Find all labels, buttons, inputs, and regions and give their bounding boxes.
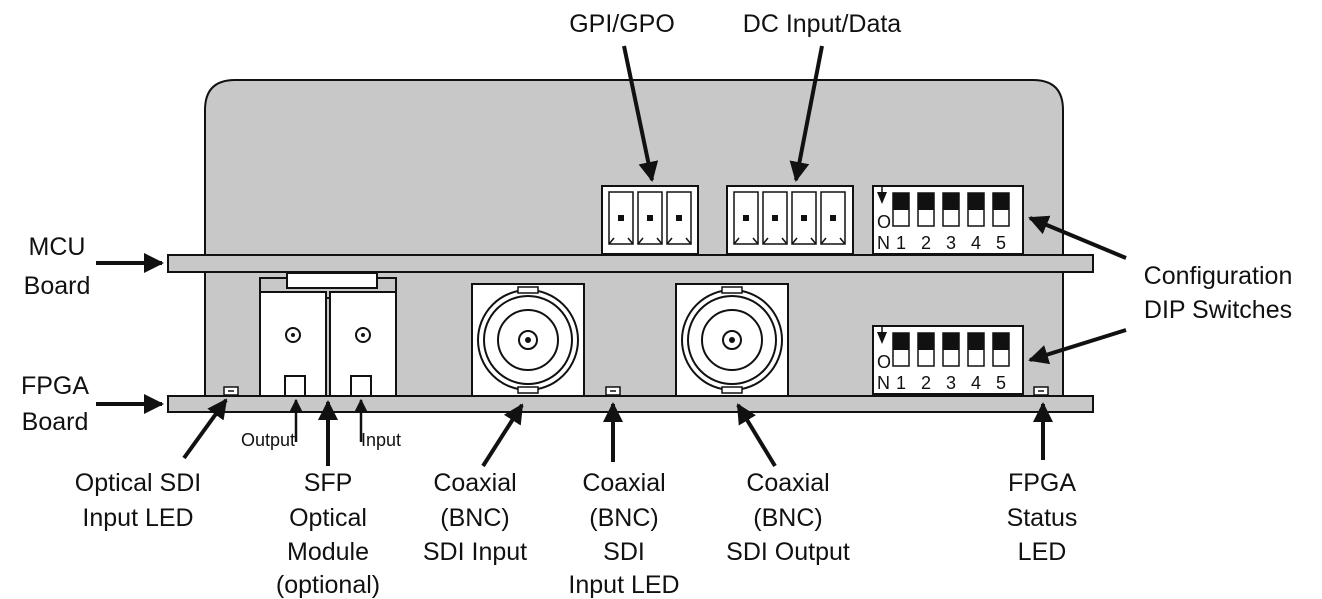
dip-switch <box>967 332 985 367</box>
arrow-bnc-input <box>481 403 524 468</box>
gpi-gpo-connector <box>601 185 699 255</box>
fpga-board <box>167 395 1094 413</box>
label-sfp-line3: Module <box>287 538 369 566</box>
label-fpga-led-line1: FPGA <box>1008 469 1076 497</box>
dip-switch <box>942 192 960 227</box>
fpga-dip-switch-block: O N 1 2 3 4 5 <box>872 325 1024 395</box>
mcu-board <box>167 254 1094 273</box>
fpga-status-led <box>1033 386 1049 396</box>
dip-number: 5 <box>996 233 1006 253</box>
bnc-sdi-output-connector <box>675 283 789 397</box>
dip-on-n: N <box>877 233 890 253</box>
dip-number: 4 <box>971 373 981 393</box>
optical-sdi-input-led <box>223 386 239 396</box>
arrow-optical-led <box>182 398 228 460</box>
label-fpga-led-line2: Status <box>1007 504 1078 532</box>
mcu-dip-switch-block: O N 1 2 3 4 5 <box>872 185 1024 255</box>
bnc-sdi-input-connector <box>471 283 585 397</box>
dip-switch <box>967 192 985 227</box>
dip-number: 1 <box>896 373 906 393</box>
label-bnc-output-line3: SDI Output <box>726 538 850 566</box>
label-fpga-line1: FPGA <box>21 372 89 400</box>
label-optical-led-line2: Input LED <box>82 504 193 532</box>
label-sfp-line1: SFP <box>304 469 353 497</box>
label-bnc-led-line4: Input LED <box>568 571 679 599</box>
arrow-config-mcu-dip <box>1028 215 1127 260</box>
label-bnc-output-line1: Coaxial <box>746 469 829 497</box>
dip-switch <box>892 332 910 367</box>
arrow-bnc-output <box>736 403 777 468</box>
label-sfp-input: Input <box>361 430 401 450</box>
dip-number: 5 <box>996 373 1006 393</box>
dip-switch <box>942 332 960 367</box>
label-sfp-line4: (optional) <box>276 571 380 599</box>
label-bnc-output-line2: (BNC) <box>753 504 822 532</box>
label-sfp-output: Output <box>241 430 295 450</box>
dip-number: 2 <box>921 373 931 393</box>
dc-input-data-connector <box>726 185 854 255</box>
dip-number: 4 <box>971 233 981 253</box>
arrow-config-fpga-dip <box>1028 328 1127 365</box>
dip-switch <box>992 192 1010 227</box>
label-fpga-led-line3: LED <box>1018 538 1067 566</box>
label-mcu-line2: Board <box>24 272 91 300</box>
dip-switch <box>892 192 910 227</box>
dip-number: 1 <box>896 233 906 253</box>
bnc-sdi-input-led <box>605 386 621 396</box>
label-bnc-led-line2: (BNC) <box>589 504 658 532</box>
label-sfp-line2: Optical <box>289 504 367 532</box>
label-bnc-input-line2: (BNC) <box>440 504 509 532</box>
label-fpga-line2: Board <box>22 408 89 436</box>
dip-number: 2 <box>921 233 931 253</box>
label-bnc-input-line3: SDI Input <box>423 538 527 566</box>
dip-number: 3 <box>946 373 956 393</box>
label-bnc-led-line1: Coaxial <box>582 469 665 497</box>
dip-switch <box>917 192 935 227</box>
dip-on-o: O <box>877 212 891 232</box>
dip-number: 3 <box>946 233 956 253</box>
label-gpi-gpo: GPI/GPO <box>569 10 675 38</box>
dip-on-o: O <box>877 352 891 372</box>
dip-switch <box>917 332 935 367</box>
dip-on-n: N <box>877 373 890 393</box>
label-dc-input-data: DC Input/Data <box>743 10 902 38</box>
label-bnc-led-line3: SDI <box>603 538 645 566</box>
label-mcu-line1: MCU <box>29 233 86 261</box>
arrow-dc-input <box>789 45 824 182</box>
label-config-line2: DIP Switches <box>1144 296 1292 324</box>
label-config-line1: Configuration <box>1144 262 1293 290</box>
label-optical-led-line1: Optical SDI <box>75 469 201 497</box>
arrow-gpi-gpo <box>622 45 659 182</box>
sfp-optical-module <box>259 272 397 397</box>
label-bnc-input-line1: Coaxial <box>433 469 516 497</box>
dip-switch <box>992 332 1010 367</box>
